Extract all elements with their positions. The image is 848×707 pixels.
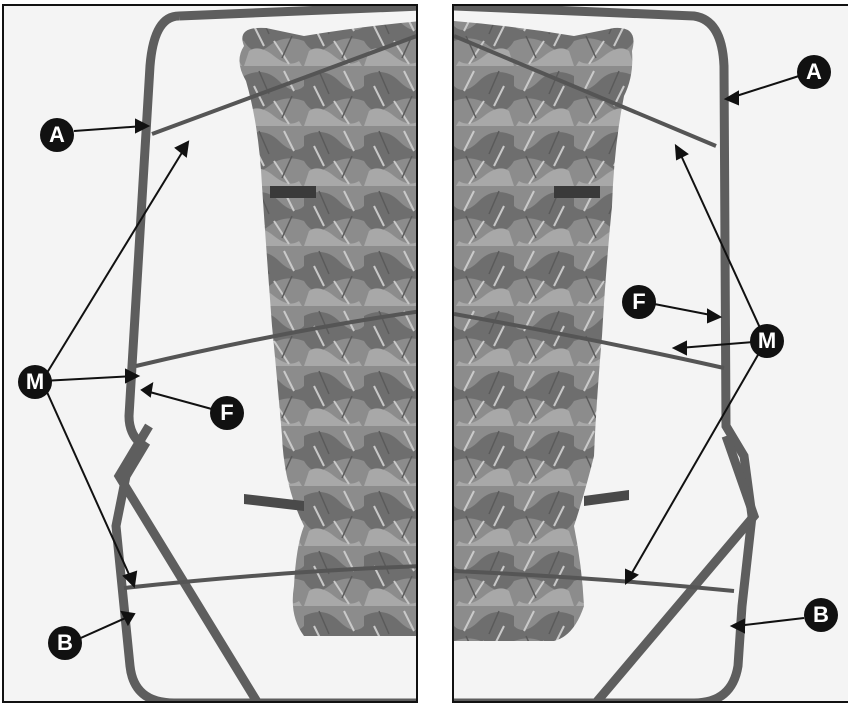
callout-b-right: B [804, 598, 838, 632]
callout-a-right: A [797, 55, 831, 89]
right-photo-panel: A F M B [452, 4, 848, 703]
callout-a-left: A [40, 118, 74, 152]
left-photo-panel: A M F B [2, 4, 418, 703]
camo-seat-left [239, 21, 418, 636]
left-photo-illustration [4, 6, 418, 703]
callout-m-left: M [18, 365, 52, 399]
right-photo-illustration [454, 6, 848, 703]
callout-f-left: F [210, 396, 244, 430]
callout-b-left: B [48, 626, 82, 660]
callout-m-right: M [750, 324, 784, 358]
callout-f-right: F [622, 285, 656, 319]
